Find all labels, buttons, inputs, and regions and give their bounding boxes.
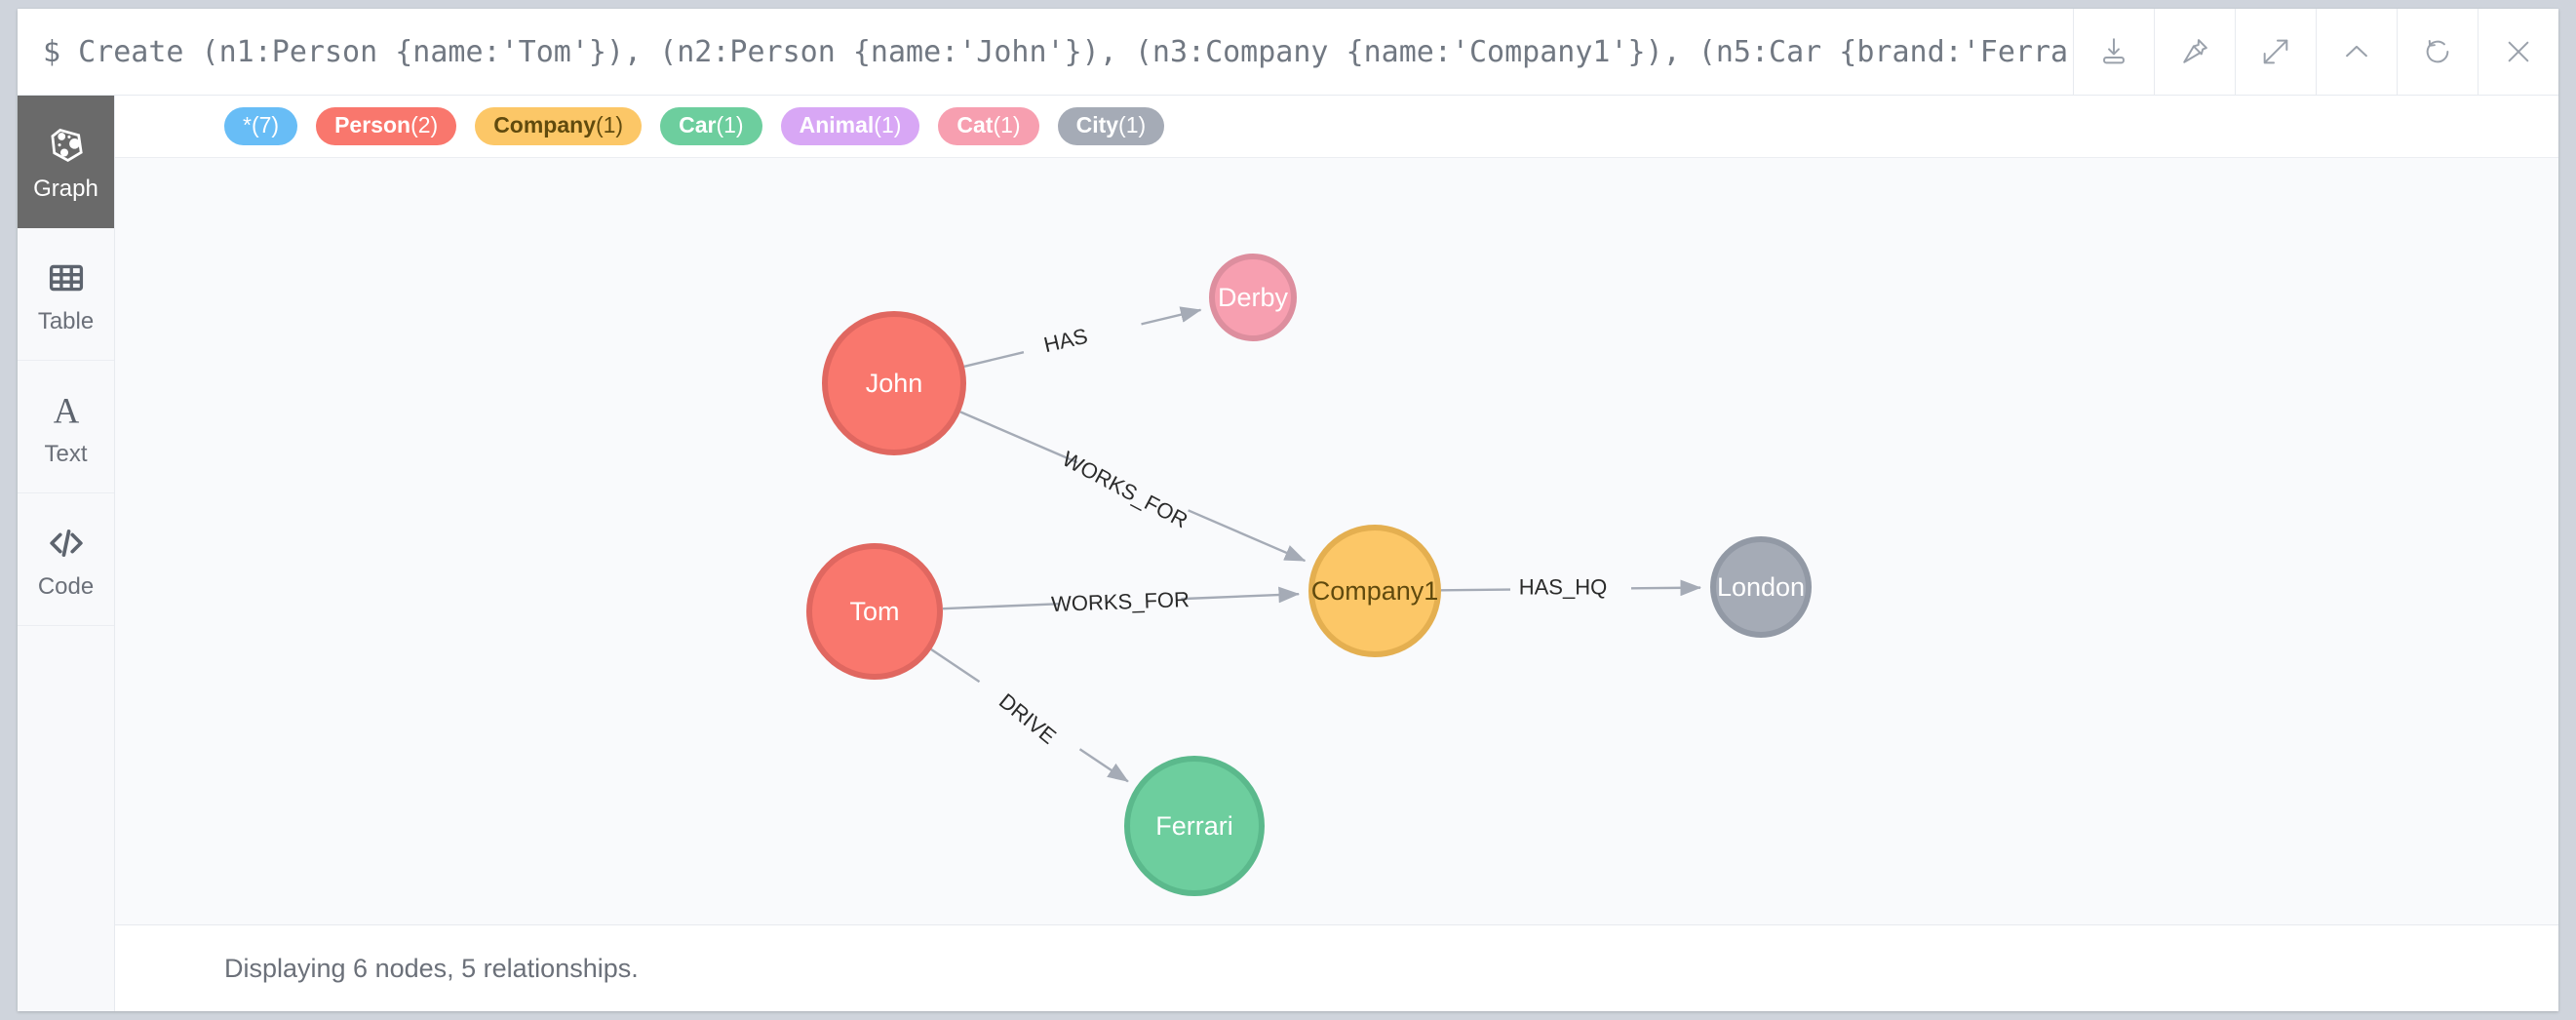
graph-node-derby[interactable]: Derby [1209, 254, 1297, 341]
relationship-line [963, 351, 1025, 368]
relationship-works_for[interactable]: WORKS_FOR [959, 411, 1307, 563]
legend-pill-count: (1) [1118, 112, 1147, 137]
relationship-line [1181, 586, 1301, 604]
legend-pill-all[interactable]: *(7) [224, 107, 298, 145]
sidebar-item-code[interactable]: Code [18, 493, 114, 626]
text-icon: A [46, 388, 87, 433]
relationship-line [930, 647, 981, 684]
node-circle [1710, 536, 1812, 638]
sidebar-item-graph[interactable]: Graph [18, 96, 114, 228]
legend-pill-car[interactable]: Car(1) [660, 107, 762, 145]
legend-pill-count: (1) [595, 112, 624, 137]
relationship-line [1188, 509, 1307, 563]
graph-node-tom[interactable]: Tom [806, 543, 943, 680]
table-icon [46, 255, 87, 300]
legend-pill-count: (1) [716, 112, 744, 137]
query-prompt: $ [43, 34, 61, 69]
node-circle [1209, 254, 1297, 341]
relationship-works_for[interactable]: WORKS_FOR [942, 586, 1301, 616]
legend-pill-label: Cat [956, 112, 994, 137]
result-frame: $ Create (n1:Person {name:'Tom'}), (n2:P… [18, 9, 2558, 1011]
sidebar-item-code-label: Code [37, 572, 95, 600]
legend-pill-label: Car [679, 112, 717, 137]
graph-node-company1[interactable]: Company1 [1308, 525, 1441, 657]
relationship-type-label: WORKS_FOR [1059, 447, 1192, 533]
status-text: Displaying 6 nodes, 5 relationships. [224, 953, 639, 983]
relationship-has_hq[interactable]: HAS_HQ [1440, 575, 1701, 600]
cypher-query-text[interactable]: $ Create (n1:Person {name:'Tom'}), (n2:P… [18, 9, 2073, 95]
frame-toolbar [2073, 9, 2558, 95]
relationship-type-label: DRIVE [995, 688, 1061, 749]
legend-pill-person[interactable]: Person(2) [316, 107, 457, 145]
legend-pill-company[interactable]: Company(1) [475, 107, 643, 145]
legend-pill-count: (1) [993, 112, 1021, 137]
expand-icon[interactable] [2235, 9, 2316, 95]
graph-node-london[interactable]: London [1710, 536, 1812, 638]
legend-pill-cat[interactable]: Cat(1) [938, 107, 1039, 145]
relationship-line [1141, 306, 1202, 326]
node-circle [1308, 525, 1441, 657]
svg-text:A: A [53, 390, 79, 430]
relationship-type-label: HAS_HQ [1519, 575, 1607, 600]
sidebar-item-table-label: Table [37, 307, 95, 334]
graph-main: *(7)Person(2)Company(1)Car(1)Animal(1)Ca… [115, 96, 2558, 1011]
relationship-line [942, 603, 1061, 610]
relationship-line [1440, 588, 1511, 592]
frame-body: Graph Table A Text [18, 96, 2558, 1011]
legend-pill-animal[interactable]: Animal(1) [780, 107, 920, 145]
legend-pill-label: City [1075, 112, 1119, 137]
legend-pill-label: * [243, 112, 252, 137]
pin-icon[interactable] [2154, 9, 2235, 95]
node-circle [822, 311, 966, 455]
download-icon[interactable] [2073, 9, 2154, 95]
node-circle [806, 543, 943, 680]
query-statement: Create (n1:Person {name:'Tom'}), (n2:Per… [78, 34, 2073, 69]
legend-pill-label: Animal [799, 112, 875, 137]
sidebar-filler [18, 626, 114, 1011]
sidebar-item-table[interactable]: Table [18, 228, 114, 361]
legend-pill-label: Person [334, 112, 411, 137]
status-bar: Displaying 6 nodes, 5 relationships. [115, 924, 2558, 1011]
view-sidebar: Graph Table A Text [18, 96, 115, 1011]
sidebar-item-text-label: Text [44, 440, 88, 467]
legend-pill-city[interactable]: City(1) [1057, 107, 1165, 145]
relationship-type-label: HAS [1041, 324, 1090, 358]
relationship-type-label: WORKS_FOR [1051, 587, 1190, 616]
relationship-line [1078, 748, 1129, 783]
refresh-icon[interactable] [2397, 9, 2478, 95]
relationship-line [1630, 579, 1701, 597]
sidebar-item-text[interactable]: A Text [18, 361, 114, 493]
graph-svg: HAS WORKS_FOR WORKS_FOR DRIVE HAS_HQ John Der… [806, 254, 1812, 896]
query-bar: $ Create (n1:Person {name:'Tom'}), (n2:P… [18, 9, 2558, 96]
relationship-drive[interactable]: DRIVE [930, 647, 1129, 783]
close-icon[interactable] [2478, 9, 2558, 95]
legend-pill-count: (1) [874, 112, 902, 137]
graph-node-ferrari[interactable]: Ferrari [1124, 756, 1265, 896]
relationship-line [959, 411, 1078, 464]
code-icon [45, 521, 88, 566]
graph-node-john[interactable]: John [822, 311, 966, 455]
legend-pill-count: (7) [251, 112, 280, 137]
graph-canvas[interactable]: HAS WORKS_FOR WORKS_FOR DRIVE HAS_HQ John Der… [115, 158, 2558, 924]
legend-pill-label: Company [493, 112, 596, 137]
graph-icon [45, 123, 88, 168]
relationship-has[interactable]: HAS [963, 306, 1202, 368]
sidebar-item-graph-label: Graph [33, 175, 98, 202]
chevron-up-icon[interactable] [2316, 9, 2397, 95]
legend-pill-count: (2) [410, 112, 439, 137]
node-circle [1124, 756, 1265, 896]
label-legend: *(7)Person(2)Company(1)Car(1)Animal(1)Ca… [115, 96, 2558, 158]
relationship-layer: HAS WORKS_FOR WORKS_FOR DRIVE HAS_HQ [930, 306, 1701, 783]
